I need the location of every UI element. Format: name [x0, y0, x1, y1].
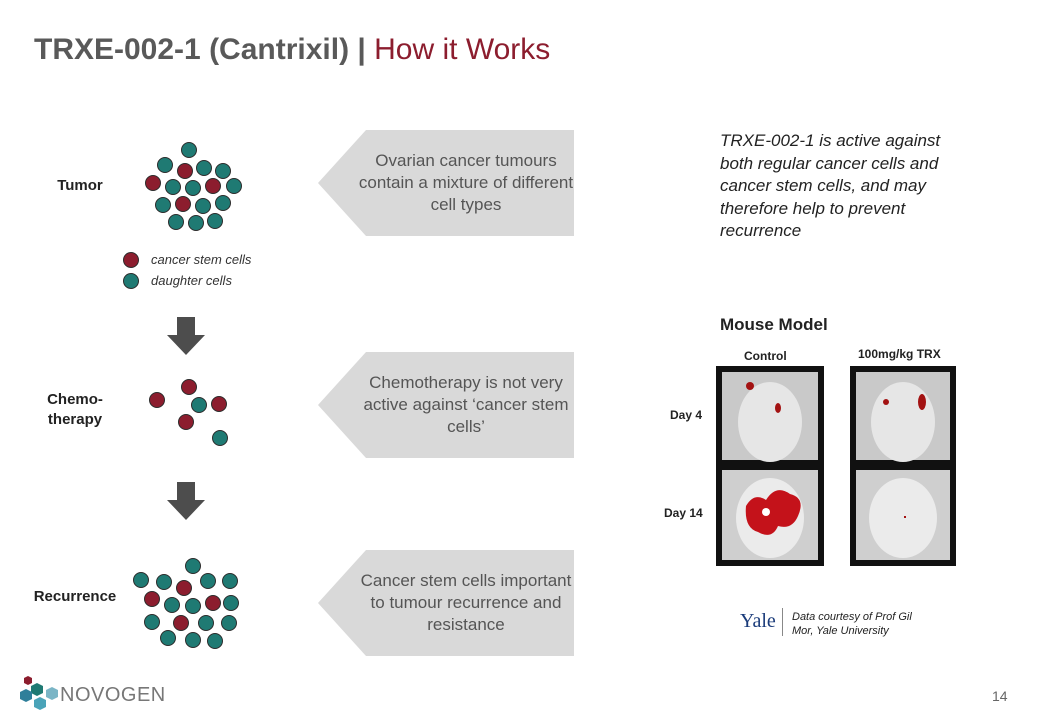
legend-cancer-stem-cells: cancer stem cells [151, 252, 252, 267]
stage-label-tumor: Tumor [57, 177, 103, 194]
callout-tumor: Ovarian cancer tumours contain a mixture… [318, 130, 574, 236]
mouse-model-figure: Control 100mg/kg TRX Day 4 Day 14 [660, 342, 960, 572]
cell-dot [144, 614, 160, 630]
page-number: 14 [992, 688, 1008, 704]
cell-dot [185, 180, 201, 196]
cell-dot [133, 572, 149, 588]
novogen-brand-name: NOVOGEN [60, 684, 166, 706]
stage-label-recurrence: Recurrence [33, 588, 117, 605]
trx-panel-frame [850, 366, 956, 566]
down-arrow-icon [167, 482, 205, 520]
down-arrow-icon [167, 317, 205, 355]
cell-dot [200, 573, 216, 589]
credit-divider [782, 608, 783, 636]
cell-dot [185, 558, 201, 574]
cell-dot [185, 632, 201, 648]
cell-dot [195, 198, 211, 214]
cell-dot [207, 213, 223, 229]
cell-dot [185, 598, 201, 614]
stage-label-chemotherapy: Chemo- therapy [47, 391, 103, 428]
right-description: TRXE-002-1 is active against both regula… [720, 131, 941, 240]
cell-dot [175, 196, 191, 212]
cell-dot [176, 580, 192, 596]
cell-dot [168, 214, 184, 230]
slide-title: TRXE-002-1 (Cantrixil) | How it Works [34, 33, 550, 67]
cell-dot [207, 633, 223, 649]
cell-dot [226, 178, 242, 194]
cell-dot [191, 397, 207, 413]
cell-dot [221, 615, 237, 631]
callout-chemotherapy: Chemotherapy is not very active against … [318, 352, 574, 458]
control-mouse-images [722, 372, 818, 560]
col-label-trx: 100mg/kg TRX [858, 347, 941, 361]
trx-mouse-images [856, 372, 950, 560]
row-label-day14: Day 14 [664, 506, 703, 520]
row-label-day4: Day 4 [670, 408, 703, 422]
col-label-control: Control [744, 349, 787, 363]
cell-dot [188, 215, 204, 231]
legend-daughter-cells: daughter cells [151, 273, 232, 288]
credit-text: Data courtesy of Prof Gil Mor, Yale Univ… [792, 611, 912, 637]
cell-dot [196, 160, 212, 176]
cell-dot [205, 595, 221, 611]
callout-recurrence: Cancer stem cells important to tumour re… [318, 550, 574, 656]
cell-dot [144, 591, 160, 607]
legend-teal-dot [123, 273, 139, 289]
novogen-hexagon-logo-icon [20, 676, 58, 710]
cell-dot [212, 430, 228, 446]
cell-dot [223, 595, 239, 611]
cell-dot [155, 197, 171, 213]
cell-dot [157, 157, 173, 173]
cell-dot [156, 574, 172, 590]
cell-dot [160, 630, 176, 646]
cell-dot [215, 195, 231, 211]
cell-dot [211, 396, 227, 412]
callout-recurrence-text: Cancer stem cells important to tumour re… [360, 571, 572, 634]
cell-dot [215, 163, 231, 179]
yale-logo: Yale [740, 610, 776, 632]
cell-dot [181, 379, 197, 395]
title-main: TRXE-002-1 (Cantrixil) | [34, 33, 375, 66]
cell-dot [149, 392, 165, 408]
cell-dot [205, 178, 221, 194]
mouse-model-title: Mouse Model [720, 315, 828, 334]
cell-dot [177, 163, 193, 179]
callout-tumor-text: Ovarian cancer tumours contain a mixture… [358, 151, 574, 214]
cell-dot [173, 615, 189, 631]
cell-dot [165, 179, 181, 195]
cell-dot [178, 414, 194, 430]
callout-chemotherapy-text: Chemotherapy is not very active against … [363, 373, 569, 436]
cell-dot [145, 175, 161, 191]
title-accent: How it Works [374, 33, 551, 66]
control-panel-frame [716, 366, 824, 566]
cell-dot [181, 142, 197, 158]
cell-dot [198, 615, 214, 631]
cell-dot [164, 597, 180, 613]
cell-dot [222, 573, 238, 589]
legend-red-dot [123, 252, 139, 268]
